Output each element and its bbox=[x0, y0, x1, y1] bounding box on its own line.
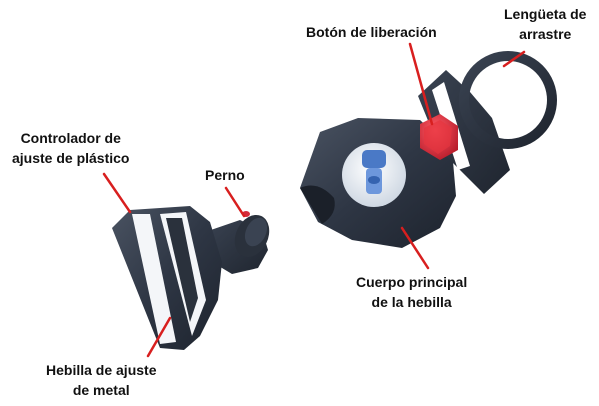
center-knob bbox=[362, 150, 386, 168]
label-pull-tab: Lengüeta de arrastre bbox=[504, 6, 587, 42]
label-release-button: Botón de liberación bbox=[306, 24, 437, 40]
label-main-body: Cuerpo principal de la hebilla bbox=[356, 274, 468, 310]
label-pin: Perno bbox=[205, 167, 245, 183]
leader-line-pin bbox=[224, 186, 246, 218]
leader-line-pull-tab bbox=[502, 50, 526, 68]
leader-line-main-body bbox=[400, 226, 430, 270]
label-metal-buckle: Hebilla de ajuste de metal bbox=[46, 362, 157, 398]
leader-line-plastic-adjuster bbox=[102, 172, 132, 214]
release-button-part bbox=[420, 114, 458, 160]
leader-line-metal-buckle bbox=[146, 316, 172, 358]
adjuster-assembly bbox=[112, 206, 270, 350]
plastic-adjuster-part bbox=[112, 206, 222, 350]
leader-line-release-button bbox=[408, 42, 434, 126]
buckle-main-body bbox=[300, 118, 456, 248]
label-plastic-adjuster: Controlador de ajuste de plástico bbox=[12, 130, 130, 166]
leader-lines bbox=[102, 42, 526, 358]
